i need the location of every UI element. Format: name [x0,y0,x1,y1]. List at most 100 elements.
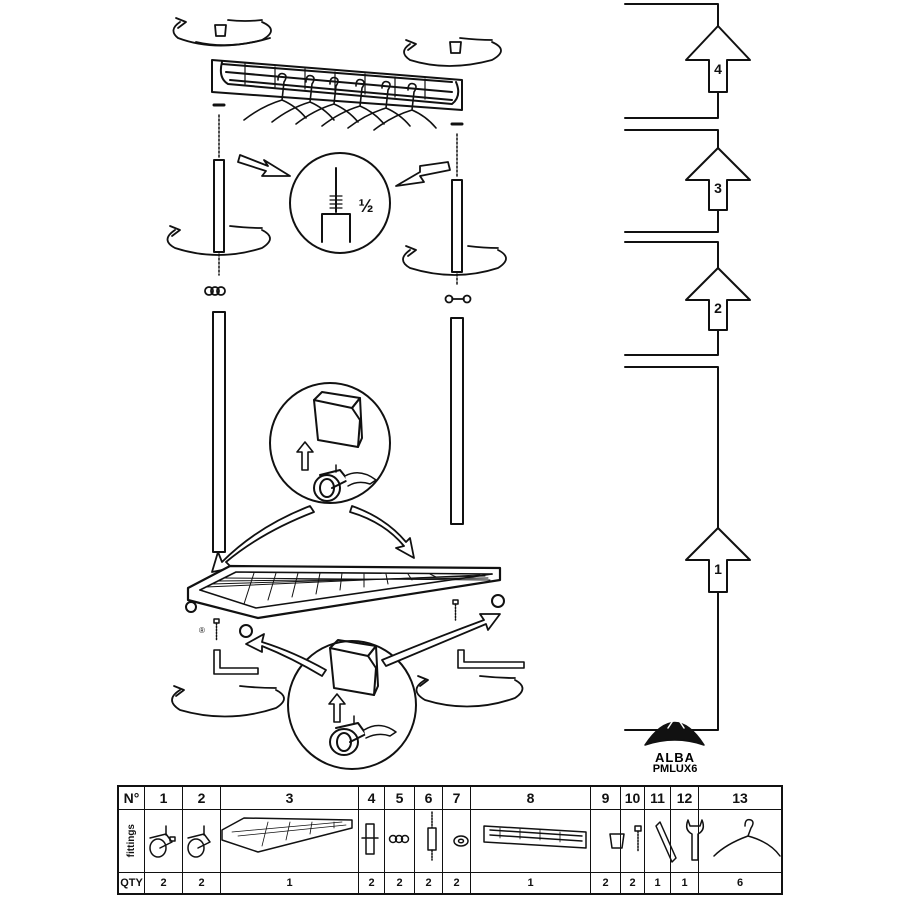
rotation-arrow-icon [172,17,272,47]
icon-cell [221,809,359,872]
rotation-arrow-icon [166,225,271,256]
icon-cell [645,809,671,872]
rotation-arrow-icon [403,37,502,67]
parts-table-icons-row: fittings [119,809,781,873]
pointer-arrow-icon [395,161,451,187]
brand-name: ALBA [654,750,696,765]
allen-key-icon [655,821,677,863]
no-label: N° [119,787,145,809]
rotation-arrow-icon [402,245,507,276]
pointer-arrow-icon [211,505,315,573]
registered-mark: ® [199,626,205,635]
base-shelf-icon [221,817,353,853]
bolt-icon [452,599,459,621]
cap-icon [214,24,227,37]
part-number: 8 [471,787,591,809]
icon-cell [385,809,415,872]
pointer-arrow-icon [381,613,501,667]
upper-pole-left [213,114,225,276]
fittings-label: fittings [126,823,137,858]
caster-icon [187,825,211,858]
part-qty: 2 [621,872,645,893]
part-qty: 2 [385,872,415,893]
part-qty: 1 [645,872,671,893]
step-arrow-3 [685,147,751,211]
top-rail-icon [483,825,587,849]
part-qty: 2 [591,872,621,893]
tube-connector-icon [361,823,379,855]
bolt-icon [634,825,642,853]
thread-detail-circle [289,152,391,254]
coupling-left [204,286,226,296]
step-number-2: 2 [714,300,722,316]
rotation-arrow-icon [415,675,524,708]
part-qty: 1 [471,872,591,893]
icon-cell [183,809,221,872]
icon-cell [145,809,183,872]
step-number-4: 4 [714,61,722,77]
parts-table-header-row: N° 1 2 3 4 5 6 7 8 9 10 11 12 13 [119,787,781,810]
part-number: 12 [671,787,699,809]
part-number: 1 [145,787,183,809]
part-qty: 2 [415,872,443,893]
part-qty: 1 [671,872,699,893]
step-number-3: 3 [714,180,722,196]
icon-cell [415,809,443,872]
fittings-label-cell: fittings [119,809,145,872]
part-number: 13 [732,790,748,806]
part-number: 5 [385,787,415,809]
parts-table-icons [149,811,781,863]
base-shelf [185,564,505,638]
rotation-arrow-icon [171,685,285,718]
icon-cell [621,809,645,872]
thread-fraction-label: ½ [358,196,373,216]
icon-cell [591,809,621,872]
qty-label: QTY [119,872,145,893]
hanger-icon [713,818,781,857]
part-number: 3 [221,787,359,809]
coupling-icon [388,834,410,844]
icon-cell [359,809,385,872]
lower-pole-left [212,311,226,553]
allen-key-icon [457,649,525,669]
lower-pole-right [450,317,464,525]
coupling-right [444,294,472,304]
part-qty: 2 [183,872,221,893]
locking-caster-icon [149,825,176,858]
threaded-rod-icon [427,811,437,861]
icon-cell [443,809,471,872]
upper-pole-right [451,133,463,286]
bolt-icon [213,618,220,641]
washer-icon [453,835,469,847]
hangers [243,72,437,131]
part-number: 9 [591,787,621,809]
part-qty: 2 [443,872,471,893]
part-qty: 2 [145,872,183,893]
parts-table: N° 1 2 3 4 5 6 7 8 9 10 11 12 13 fitting… [117,785,783,895]
part-number: 2 [183,787,221,809]
icon-cell [699,809,781,872]
parts-table-qty-row: QTY 2 2 1 2 2 2 2 1 2 2 1 1 6 [119,872,781,893]
pointer-arrow-icon [349,505,415,559]
icon-cell [471,809,591,872]
step-arrow-2 [685,267,751,331]
part-qty: 1 [221,872,359,893]
step-brackets [624,3,719,731]
cap-icon [449,41,462,54]
part-number: 6 [415,787,443,809]
icon-cell [671,809,699,872]
part-number: 7 [443,787,471,809]
alba-logo-icon [644,715,705,746]
model-number: PMLUX6 [652,763,698,775]
step-arrow-1 [685,527,751,593]
step-arrow-4 [685,25,751,93]
part-number: 11 [645,787,671,809]
part-qty: 2 [359,872,385,893]
allen-key-icon [213,649,259,675]
pointer-arrow-icon [245,633,327,677]
caster-detail-circle-upper [269,382,391,504]
part-number: 4 [359,787,385,809]
pointer-arrow-icon [237,154,291,177]
part-qty: 6 [736,876,744,889]
